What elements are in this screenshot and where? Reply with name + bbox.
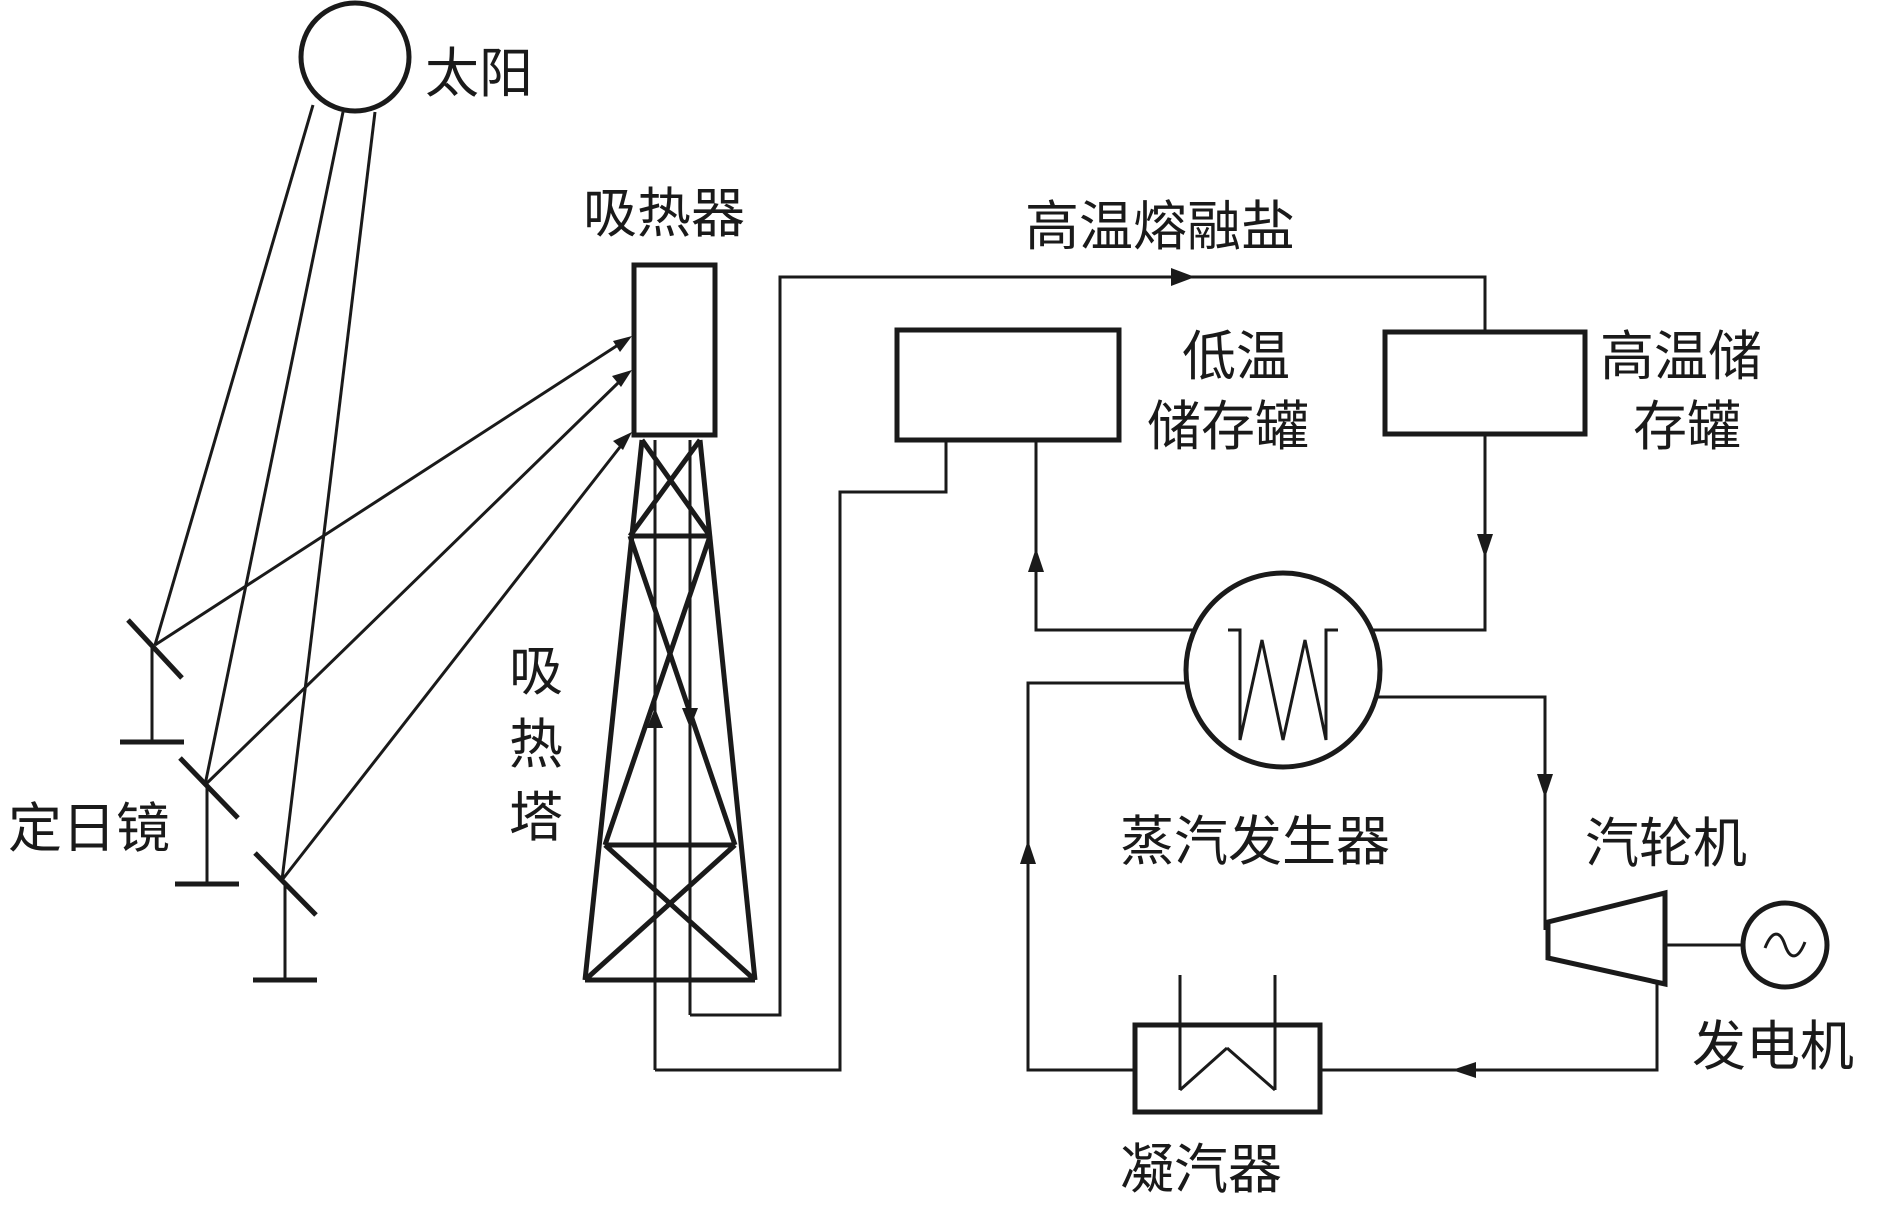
label-condenser: 凝汽器 xyxy=(1120,1138,1282,1201)
label-sun: 太阳 xyxy=(425,42,533,105)
label-cold-tank: 低温 储存罐 xyxy=(1147,325,1309,458)
hot-storage-tank xyxy=(1382,329,1588,437)
condensate-return-pipe xyxy=(1020,681,1188,1072)
reflected-rays xyxy=(154,336,632,881)
cold-storage-tank xyxy=(894,327,1122,443)
cold-tank-return-pipe xyxy=(1028,440,1228,632)
generator-symbol xyxy=(1740,900,1830,990)
sun xyxy=(298,0,412,114)
label-hot-tank: 高温储 存罐 xyxy=(1600,325,1779,458)
label-receiver: 吸热器 xyxy=(583,182,745,245)
label-heliostat: 定日镜 xyxy=(8,797,170,860)
tower-pipes xyxy=(647,440,698,1070)
heliostat-1 xyxy=(120,618,184,745)
turbine xyxy=(1545,889,1668,988)
label-hot-salt: 高温熔融盐 xyxy=(1025,195,1295,258)
sun-rays xyxy=(153,104,377,881)
receiver-box xyxy=(631,262,718,438)
turbine-exhaust-pipe xyxy=(1320,984,1659,1078)
cold-salt-pipe xyxy=(655,440,948,1072)
condenser xyxy=(1132,975,1323,1115)
label-steam-generator: 蒸汽发生器 xyxy=(1120,810,1390,873)
steam-generator xyxy=(1183,570,1383,770)
label-turbine: 汽轮机 xyxy=(1585,812,1747,875)
heliostat-2 xyxy=(175,756,240,887)
label-generator: 发电机 xyxy=(1692,1015,1854,1078)
heliostat-3 xyxy=(253,851,318,983)
hot-salt-pipe xyxy=(690,268,1487,1017)
tower-structure xyxy=(582,438,758,983)
label-tower: 吸 热 塔 xyxy=(509,640,580,849)
steam-to-turbine-pipe xyxy=(1378,695,1553,930)
hot-tank-outlet-pipe xyxy=(1338,434,1493,632)
